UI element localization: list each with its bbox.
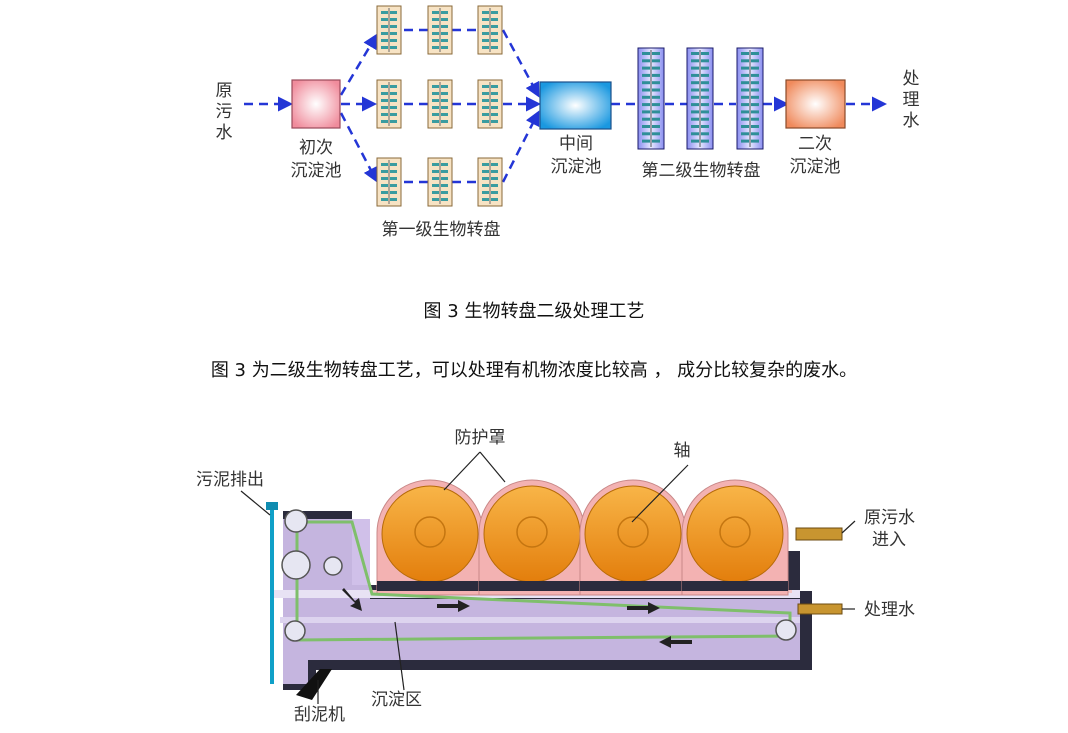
shaft-label: 轴	[673, 441, 691, 461]
stage1-disc-unit	[427, 5, 453, 55]
stage1-label: 第一级生物转盘	[381, 220, 501, 240]
primary-tank-label-1: 初次	[299, 138, 333, 158]
secondary-tank-label-1: 二次	[798, 134, 832, 154]
stage2-disc-unit	[736, 47, 764, 150]
flow-lines	[244, 28, 887, 184]
stage1-disc-unit	[376, 5, 402, 55]
secondary-settling-tank	[785, 79, 846, 129]
scraper-label: 刮泥机	[294, 705, 345, 725]
stage1-disc-unit	[427, 157, 453, 207]
stage1-disc-unit	[477, 79, 503, 129]
sludge-out-label: 污泥排出	[196, 470, 264, 490]
treated-water-label: 处理水	[902, 69, 920, 131]
stage2-label: 第二级生物转盘	[641, 161, 761, 181]
stage1-disc-unit	[376, 79, 402, 129]
inflow-label-2: 进入	[872, 530, 906, 550]
stage1-rotating-discs	[376, 5, 503, 207]
settling-zone-label: 沉淀区	[371, 690, 422, 710]
stage1-disc-unit	[427, 79, 453, 129]
intermediate-tank-label-2: 沉淀池	[550, 157, 602, 177]
stage1-disc-unit	[477, 5, 503, 55]
intermediate-tank-label-1: 中间	[559, 134, 593, 154]
raw-water-label: 原污水	[215, 81, 233, 143]
stage2-disc-unit	[637, 47, 665, 150]
intermediate-settling-tank	[539, 81, 612, 130]
cover-label: 防护罩	[454, 428, 506, 448]
figure-caption: 图 3 生物转盘二级处理工艺	[423, 301, 645, 322]
description-text: 图 3 为二级生物转盘工艺，可以处理有机物浓度比较高 ， 成分比较复杂的废水。	[210, 360, 858, 381]
secondary-tank-label-2: 沉淀池	[789, 157, 841, 177]
outflow-label: 处理水	[864, 600, 915, 620]
stage1-disc-unit	[477, 157, 503, 207]
stage1-disc-unit	[376, 157, 402, 207]
stage2-disc-unit	[686, 47, 714, 150]
inflow-label-1: 原污水	[864, 508, 915, 528]
primary-tank-label-2: 沉淀池	[290, 161, 342, 181]
primary-settling-tank	[291, 79, 341, 129]
stage2-rotating-discs	[637, 47, 764, 150]
